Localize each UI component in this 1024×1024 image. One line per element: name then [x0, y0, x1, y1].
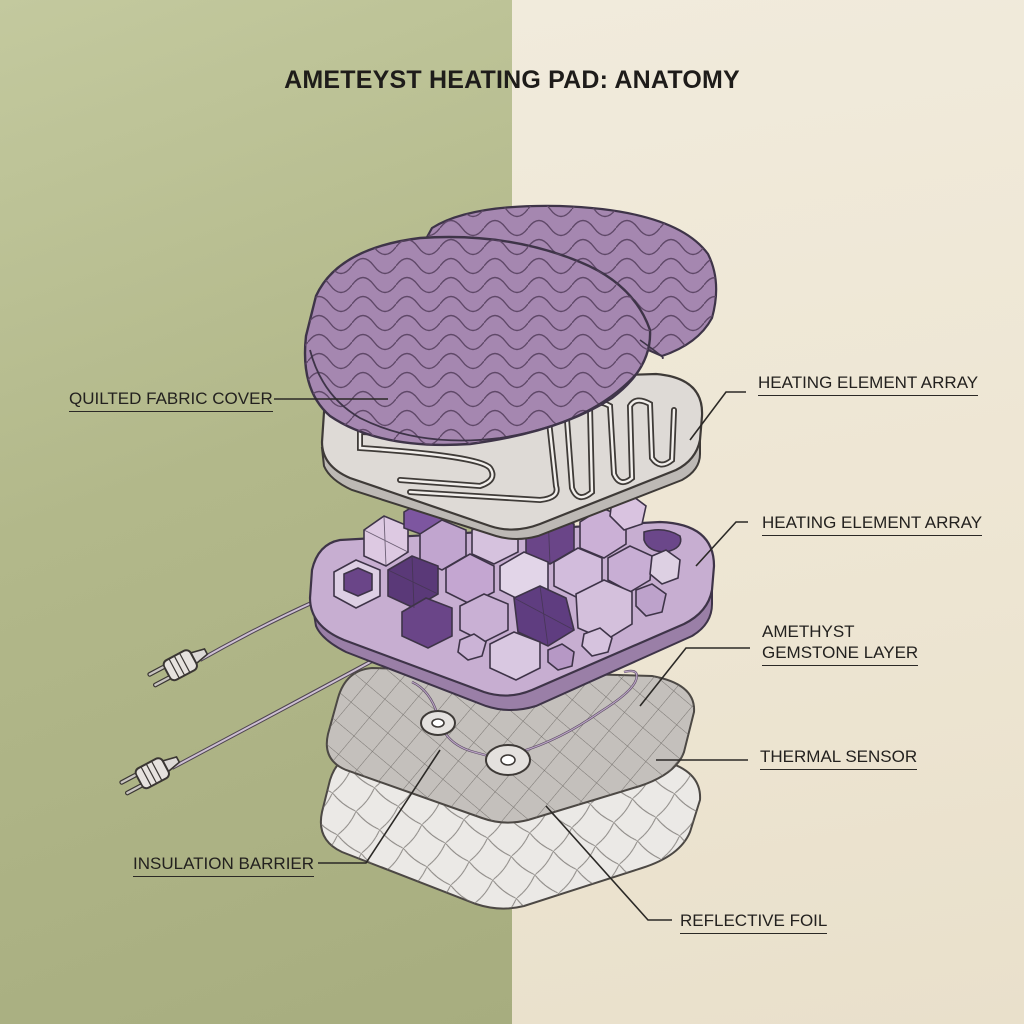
label-reflective-foil: REFLECTIVE FOIL [680, 910, 828, 934]
plug-icon [119, 755, 181, 796]
amethyst-gemstone-layer [308, 493, 716, 711]
label-thermal-sensor: THERMAL SENSOR [760, 746, 918, 770]
label-quilted-fabric-cover: QUILTED FABRIC COVER [69, 388, 273, 412]
label-insulation-barrier: INSULATION BARRIER [133, 853, 315, 877]
thermal-sensor [411, 669, 638, 776]
plug-icon [147, 647, 209, 688]
label-amethyst-gemstone-layer: AMETHYST GEMSTONE LAYER [762, 621, 919, 666]
label-amethyst-line-2: GEMSTONE LAYER [762, 643, 919, 662]
heating-element-array-layer [320, 372, 704, 540]
quilted-fabric-cover-layer [303, 204, 718, 447]
label-heating-element-array-top: HEATING ELEMENT ARRAY [758, 372, 979, 396]
label-amethyst-line-1: AMETHYST [762, 622, 855, 641]
label-heating-element-array-second: HEATING ELEMENT ARRAY [762, 512, 983, 536]
page-title: AMETEYST HEATING PAD: ANATOMY [284, 66, 740, 94]
leader-lines [274, 391, 750, 921]
